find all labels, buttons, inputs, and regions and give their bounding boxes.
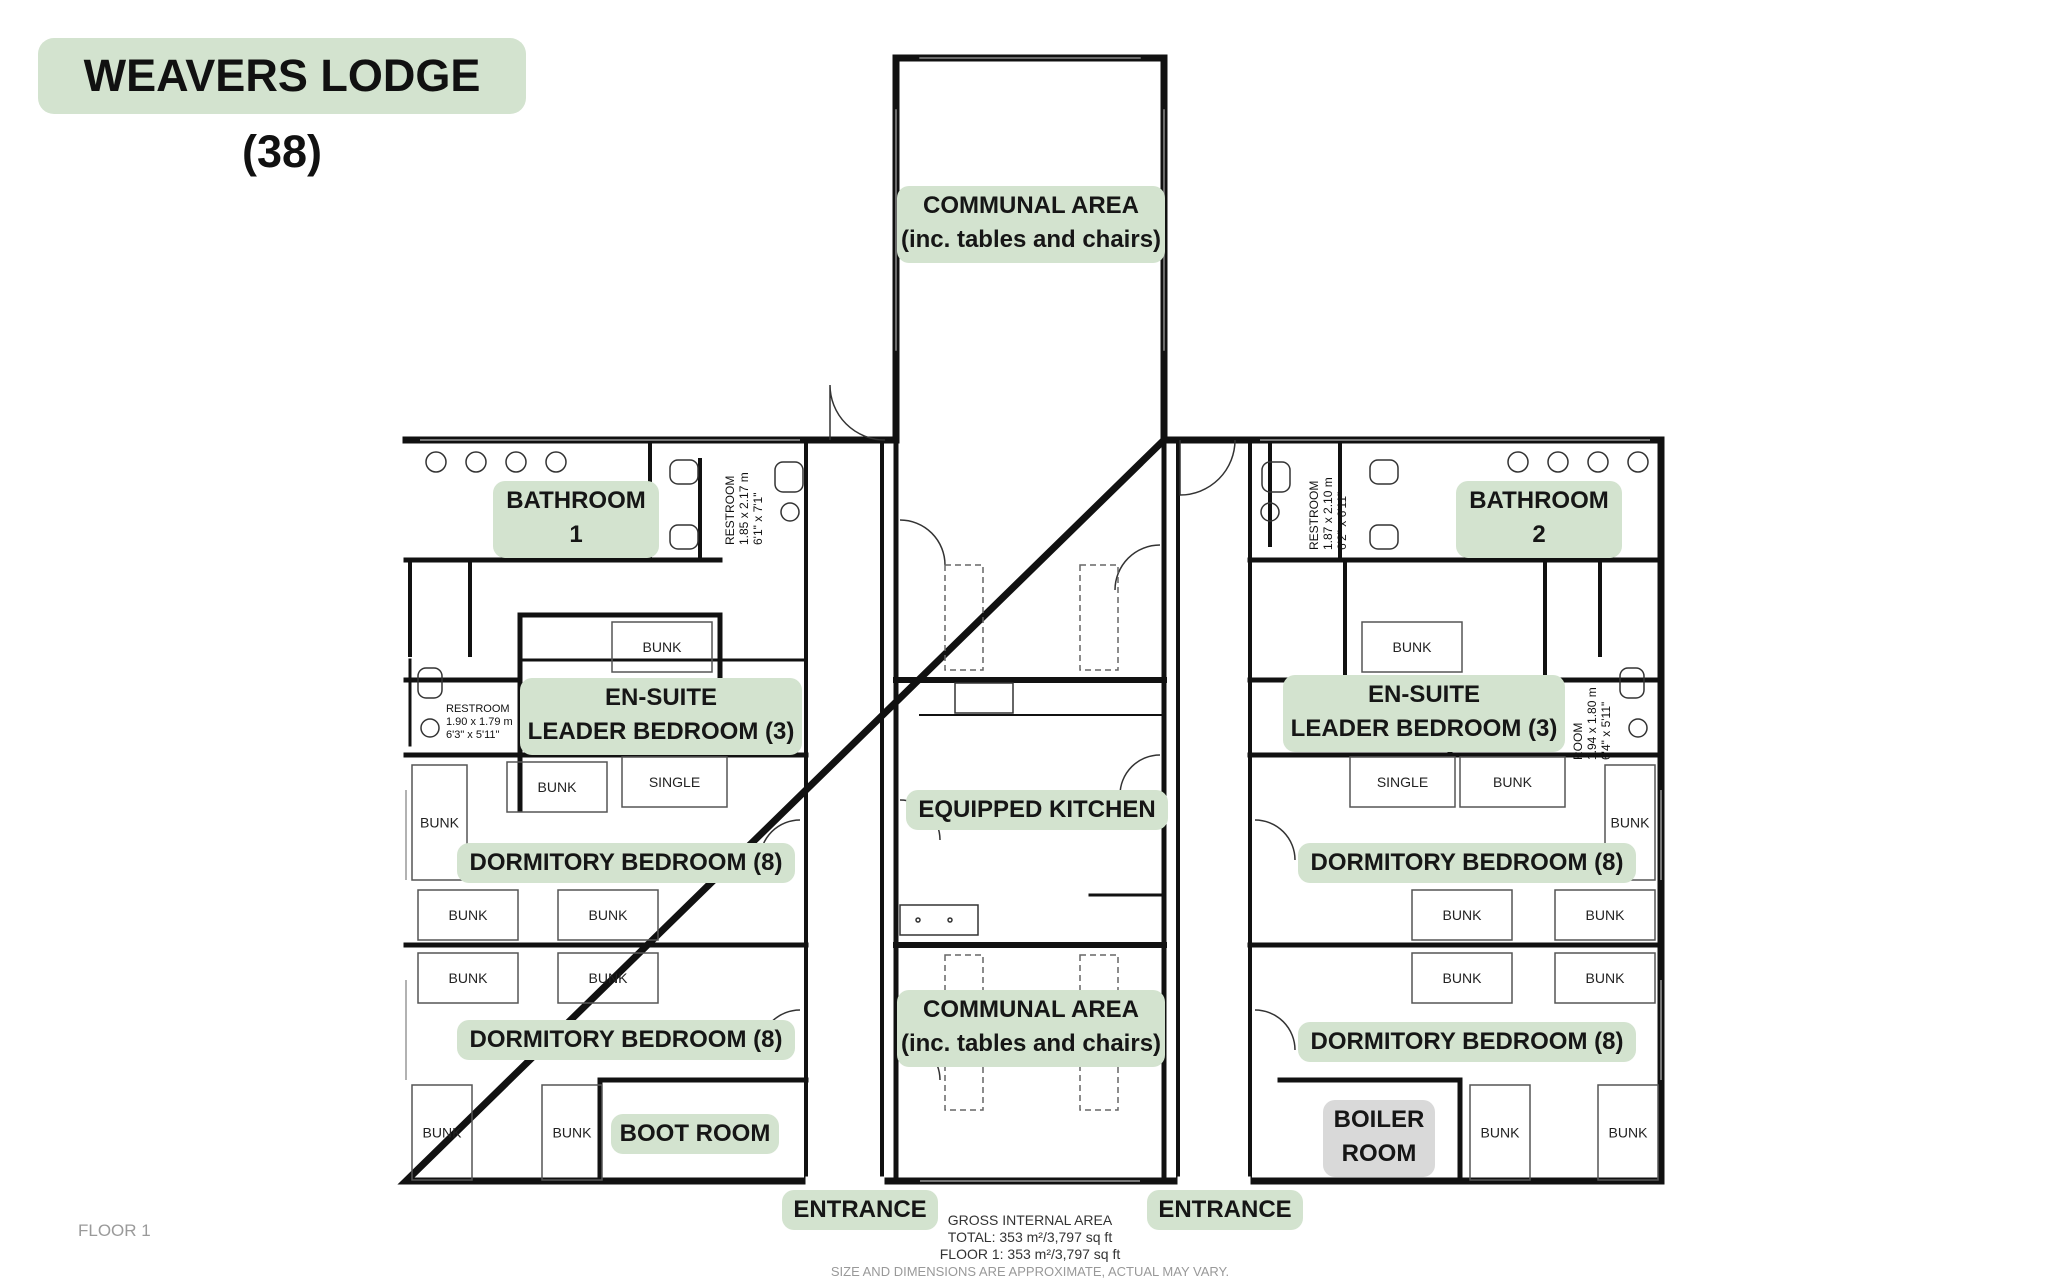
bed-frame bbox=[1459, 756, 1566, 808]
area-heading: GROSS INTERNAL AREA bbox=[947, 1212, 1113, 1228]
kitchen-label: EQUIPPED KITCHEN bbox=[906, 790, 1168, 830]
bed-frame bbox=[417, 889, 519, 941]
bed-frame bbox=[541, 1084, 603, 1181]
bunk-bed-label: BUNK bbox=[1481, 1125, 1521, 1141]
bed-frame bbox=[611, 621, 713, 673]
bunk-bed-label: BUNK bbox=[449, 970, 489, 986]
restroom-left-side: RESTROOM 1.90 x 1.79 m 6'3" x 5'11" bbox=[446, 703, 516, 741]
bed-frame bbox=[557, 952, 659, 1004]
bunk-bed-label: BUNK bbox=[643, 639, 683, 655]
bed-frame bbox=[411, 1084, 473, 1181]
page-title: WEAVERS LODGE (38) bbox=[38, 38, 526, 177]
bunk-bed-label: BUNK bbox=[1393, 639, 1433, 655]
area-total: TOTAL: 353 m²/3,797 sq ft bbox=[947, 1229, 1113, 1245]
dorm-right-1-label: DORMITORY BEDROOM (8) bbox=[1298, 843, 1636, 883]
bed-frame bbox=[411, 764, 468, 881]
bunk-bed-label: BUNK bbox=[538, 779, 578, 795]
area-floor: FLOOR 1: 353 m²/3,797 sq ft bbox=[939, 1246, 1121, 1262]
bunk-bed-label: BUNK bbox=[420, 815, 460, 831]
restroom-right-top: RESTROOM 1.87 x 2.10 m 6'2" x 6'11" bbox=[1307, 474, 1349, 550]
bunk-bed-label: BUNK bbox=[553, 1125, 593, 1141]
bunk-bed-label: BUNK bbox=[449, 907, 489, 923]
restroom-left-top: RESTROOM 1.85 x 2.17 m 6'1" x 7'1" bbox=[723, 469, 765, 545]
bunk-bed-label: BUNK bbox=[1443, 907, 1483, 923]
single-bed-label: SINGLE bbox=[1377, 774, 1428, 790]
entrance-left-label: ENTRANCE bbox=[782, 1190, 938, 1230]
bed-frame bbox=[1554, 889, 1656, 941]
dorm-left-1-label: DORMITORY BEDROOM (8) bbox=[457, 843, 795, 883]
bed-frame bbox=[1597, 1084, 1659, 1181]
bed-frame bbox=[621, 756, 728, 808]
boot-room-label: BOOT ROOM bbox=[611, 1114, 779, 1154]
bed-frame bbox=[1469, 1084, 1531, 1181]
dorm-right-2-label: DORMITORY BEDROOM (8) bbox=[1298, 1022, 1636, 1062]
single-bed-label: SINGLE bbox=[649, 774, 700, 790]
dorm-left-2-label: DORMITORY BEDROOM (8) bbox=[457, 1020, 795, 1060]
bunk-bed-label: BUNK bbox=[423, 1125, 463, 1141]
bed-frame bbox=[557, 889, 659, 941]
bunk-bed-label: BUNK bbox=[1586, 970, 1626, 986]
bunk-bed-label: BUNK bbox=[1611, 815, 1651, 831]
area-disclaimer: SIZE AND DIMENSIONS ARE APPROXIMATE, ACT… bbox=[830, 1264, 1230, 1279]
communal-area-top-label: COMMUNAL AREA(inc. tables and chairs) bbox=[897, 186, 1165, 263]
communal-area-bottom-label: COMMUNAL AREA(inc. tables and chairs) bbox=[897, 990, 1165, 1067]
restroom-right-side: ROOM 1.94 x 1.80 m 6'4" x 5'11" bbox=[1571, 684, 1613, 760]
bunk-bed-label: BUNK bbox=[1493, 774, 1533, 790]
bed-frame bbox=[417, 952, 519, 1004]
bunk-bed-label: BUNK bbox=[589, 907, 629, 923]
bed-frame bbox=[1349, 756, 1456, 808]
bed-frame bbox=[1554, 952, 1656, 1004]
entrance-right-label: ENTRANCE bbox=[1147, 1190, 1303, 1230]
bed-frame bbox=[1411, 952, 1513, 1004]
bed-frame bbox=[1411, 889, 1513, 941]
bed-frame bbox=[1361, 621, 1463, 673]
floor-label: FLOOR 1 bbox=[78, 1221, 151, 1240]
bunk-bed-label: BUNK bbox=[1443, 970, 1483, 986]
gross-internal-area: GROSS INTERNAL AREA TOTAL: 353 m²/3,797 … bbox=[820, 1212, 1240, 1280]
bed-frame bbox=[506, 761, 608, 813]
bunk-bed-label: BUNK bbox=[1609, 1125, 1649, 1141]
bunk-bed-label: BUNK bbox=[1586, 907, 1626, 923]
bunk-bed-label: BUNK bbox=[589, 970, 629, 986]
